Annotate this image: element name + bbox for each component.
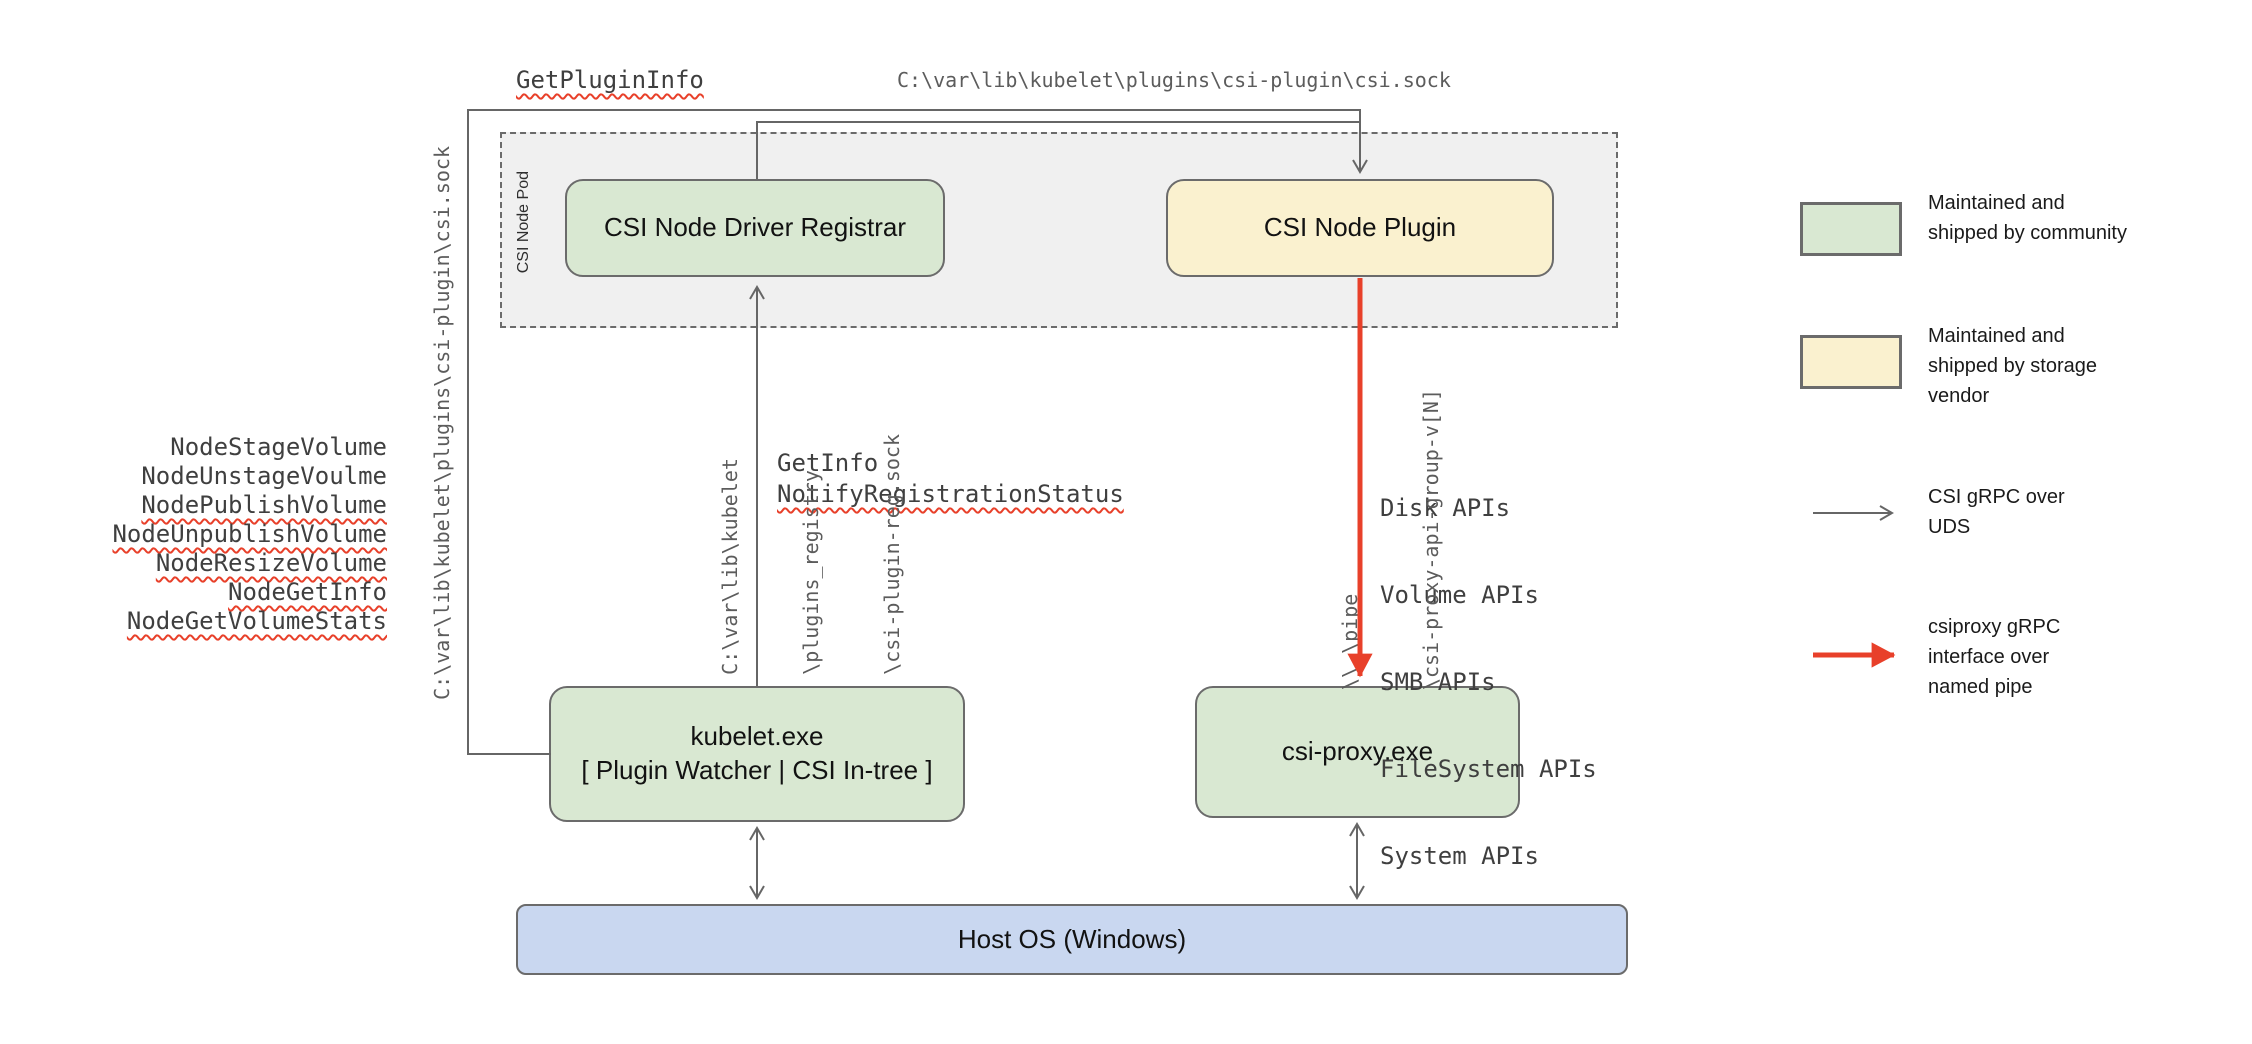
legend-label-csi-grpc: CSI gRPC over UDS [1928, 486, 2065, 538]
proxy-api-item: FileSystem APIs [1380, 755, 1597, 783]
node-function-item: NodeGetInfo [228, 578, 387, 606]
node-label: CSI Node Driver Registrar [604, 212, 906, 243]
node-function-item: NodeGetVolumeStats [126, 607, 387, 635]
node-function-item: NodeResizeVolume [155, 549, 387, 577]
node-csi-node-driver-registrar: CSI Node Driver Registrar [565, 179, 945, 277]
legend-label-vendor: Maintained and shipped by storage vendor [1928, 325, 2098, 407]
node-label: CSI Node Plugin [1263, 212, 1457, 243]
vlabel-named-pipe: \\.\pipe \csi-proxy-api-group-v[N] [1338, 388, 1443, 690]
vlabel-plugin-registry-sock: C:\var\lib\kubelet \plugins_registry \cs… [718, 434, 904, 675]
node-function-item: NodeUnstageVoulme [141, 462, 387, 490]
proxy-api-item: Volume APIs [1380, 581, 1539, 609]
proxy-api-item: System APIs [1380, 842, 1539, 870]
node-label: Host OS (Windows) [957, 923, 1187, 954]
proxy-api-item: SMB APIs [1380, 668, 1496, 696]
label-csi-sock-path: C:\var\lib\kubelet\plugins\csi-plugin\cs… [897, 68, 1451, 92]
node-function-item: NodeStageVolume [170, 433, 387, 461]
node-csi-node-plugin: CSI Node Plugin [1166, 179, 1554, 277]
legend-label-community: Maintained and shipped by community [1928, 192, 2127, 244]
vlabel-kubelet-csi-sock: C:\var\lib\kubelet\plugins\csi-plugin\cs… [430, 146, 454, 700]
legend-label-csiproxy-grpc: csiproxy gRPC interface over named pipe [1928, 616, 2061, 698]
node-function-item: NodePublishVolume [141, 491, 387, 519]
legend-swatch-vendor [1800, 335, 1902, 389]
proxy-api-list: Disk APIs Volume APIs SMB APIs FileSyste… [1380, 436, 1597, 929]
node-host-os: Host OS (Windows) [516, 904, 1628, 975]
legend-swatch-community [1800, 202, 1902, 256]
node-functions-list: NodeStageVolume NodeUnstageVoulme NodePu… [112, 433, 387, 636]
proxy-api-item: Disk APIs [1380, 494, 1511, 522]
node-kubelet: kubelet.exe [ Plugin Watcher | CSI In-tr… [549, 686, 965, 822]
node-function-item: NodeUnpublishVolume [112, 520, 387, 548]
kubelet-title: kubelet.exe [690, 721, 824, 752]
csi-node-pod-label: CSI Node Pod [515, 170, 532, 273]
kubelet-subtitle: [ Plugin Watcher | CSI In-tree ] [581, 755, 933, 785]
label-getplugininfo: GetPluginInfo [516, 66, 704, 94]
